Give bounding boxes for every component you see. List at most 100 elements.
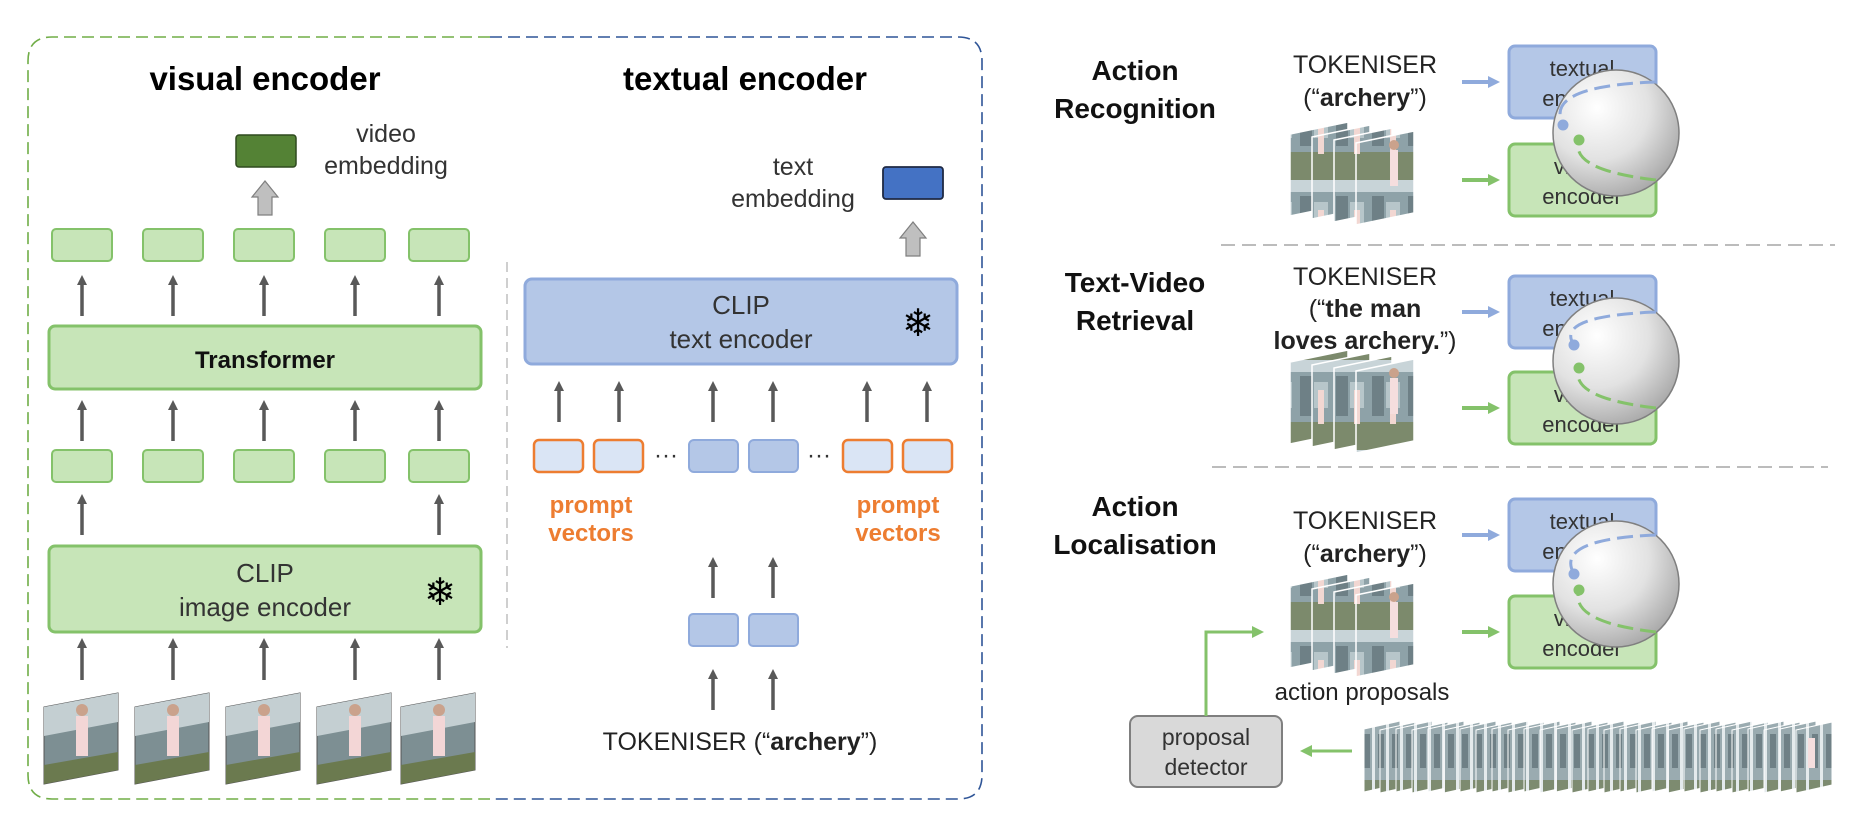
video-frame (1355, 582, 1415, 678)
task-block-2: textualencodervisualencoder (1289, 274, 1680, 454)
prompt-vectors-right-2: vectors (855, 520, 940, 547)
arrow-detector-to-proposals (1204, 626, 1264, 716)
video-embedding-point (1573, 362, 1585, 374)
text-embedding-label-1: text (773, 153, 813, 181)
text-embedding-link (1569, 533, 1657, 575)
archer-head (349, 704, 361, 716)
query-text: (“archery”) (1303, 540, 1427, 568)
word-token (688, 613, 739, 647)
prompt-vector (532, 438, 585, 474)
embedding-space-sphere (1552, 69, 1680, 197)
video-embedding-point (1573, 584, 1585, 596)
word-token (748, 439, 799, 473)
tokeniser-label: TOKENISER (“archery”) (603, 728, 878, 756)
untrimmed-video (1363, 720, 1833, 794)
archer-head (76, 704, 88, 716)
prompt-vectors-right-1: prompt (857, 492, 940, 519)
text-embedding-link (1558, 80, 1657, 126)
stacked-video-frames (1289, 573, 1415, 678)
transformer-block (47, 324, 483, 391)
visual-encoder-title: visual encoder (149, 60, 380, 97)
frame-token (142, 449, 204, 483)
archer-head (167, 704, 179, 716)
video-frame (225, 692, 301, 785)
text-embedding-label-2: embedding (731, 185, 855, 213)
archer-figure (1390, 150, 1398, 186)
textual-encoder-frame (490, 36, 983, 800)
task-title-action-recognition-1: Action (1091, 55, 1178, 86)
archer-figure (76, 716, 88, 756)
video-embedding-label-1: video (356, 120, 416, 148)
hollow-arrow-text (898, 221, 928, 257)
hollow-arrow-video (250, 180, 280, 216)
embedding-space-sphere (1552, 520, 1680, 648)
archer-head (1389, 140, 1399, 150)
input-frames (43, 692, 476, 785)
output-token (51, 228, 113, 262)
output-token (142, 228, 204, 262)
task-block-3: textualencodervisualencoder (1289, 497, 1680, 678)
archer-figure (258, 716, 270, 756)
right-panel: Action Recognition Text-Video Retrieval … (1053, 44, 1835, 794)
ellipsis-right: ··· (807, 442, 831, 469)
frame-token (51, 449, 113, 483)
prompt-vector (592, 438, 645, 474)
frame-ground (226, 752, 300, 784)
text-embedding-link (1569, 310, 1657, 346)
stacked-video-frames (1289, 349, 1415, 454)
tokeniser-label: TOKENISER (1293, 51, 1437, 79)
clip-text-label-1: CLIP (712, 290, 770, 320)
frame-token-row (51, 449, 470, 483)
clip-image-encoder (47, 544, 483, 634)
stacked-video-frames (1289, 121, 1415, 226)
clip-image-label-2: image encoder (179, 592, 351, 622)
video-embedding-label-2: embedding (324, 152, 448, 180)
proposal-detector-label-2: detector (1164, 754, 1247, 780)
text-embedding-point (1557, 119, 1569, 131)
prompt-vector (901, 438, 954, 474)
snowflake-icon: ❄ (902, 303, 934, 345)
query-text-line-1: (“the man (1309, 295, 1422, 323)
text-embedding-point (1568, 339, 1580, 351)
archer-head (1389, 368, 1399, 378)
snowflake-icon: ❄ (424, 572, 456, 614)
video-embedding-point (1573, 134, 1585, 146)
arrows-group (77, 275, 932, 710)
task-blocks: textualencodervisualencoder textualencode… (1289, 44, 1680, 678)
prompt-token-row (532, 438, 954, 474)
prompt-vectors-left-1: prompt (550, 492, 633, 519)
left-panel: visual encoder textual encoder video emb… (27, 36, 983, 800)
frame-token (233, 449, 295, 483)
task-title-action-recognition-2: Recognition (1054, 93, 1216, 124)
task-title-localisation-1: Action (1091, 491, 1178, 522)
task-title-localisation-2: Localisation (1053, 529, 1216, 560)
query-text-line-2: loves archery.”) (1274, 327, 1457, 355)
video-frame (1355, 130, 1415, 226)
task-block-1: textualencodervisualencoder (1289, 44, 1680, 226)
prompt-vectors-left-2: vectors (548, 520, 633, 547)
archer-figure (167, 716, 179, 756)
tokeniser-label: TOKENISER (1293, 507, 1437, 535)
frame-token (408, 449, 470, 483)
archer-figure (1808, 738, 1815, 768)
tokeniser-label: TOKENISER (1293, 263, 1437, 291)
word-token (748, 613, 799, 647)
task-title-retrieval-1: Text-Video (1065, 267, 1206, 298)
visual-encoder-frame (27, 36, 490, 800)
frame-token (324, 449, 386, 483)
frame-ground (317, 752, 391, 784)
archer-figure (349, 716, 361, 756)
video-embedding-box (235, 134, 297, 168)
frame-ground (135, 752, 209, 784)
clip-image-label-1: CLIP (236, 558, 294, 588)
transformer-label: Transformer (195, 347, 335, 374)
archer-figure (1390, 378, 1398, 414)
textual-encoder-title: textual encoder (623, 60, 867, 97)
text-embedding-point (1568, 568, 1580, 580)
text-embedding-box (882, 166, 944, 200)
task-title-retrieval-2: Retrieval (1076, 305, 1194, 336)
video-frame (1355, 358, 1415, 454)
output-token (324, 228, 386, 262)
embedding-space-sphere (1552, 297, 1680, 425)
clip-text-encoder (523, 277, 959, 366)
